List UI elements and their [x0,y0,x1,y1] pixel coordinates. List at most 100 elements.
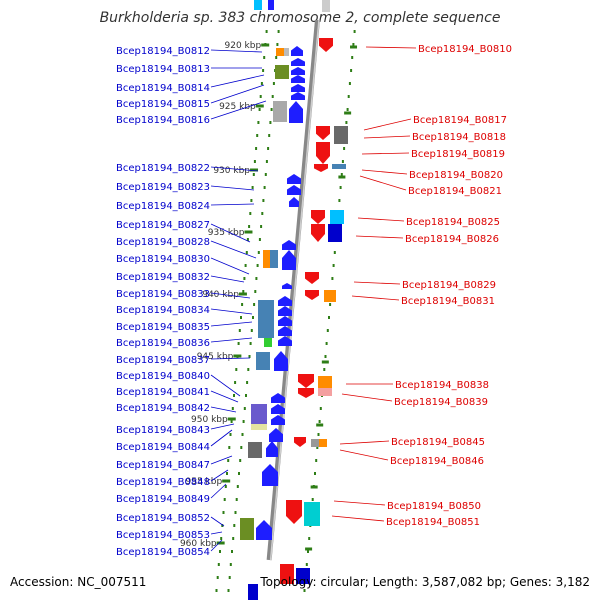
left-leader-line [210,406,237,413]
kbp-tick-label: 940 kbp [202,290,239,300]
left-gene-label: Bcep18194_B0827 [116,220,210,231]
kbp-tick-mark [227,417,236,421]
forward-gene-arrow [271,393,285,403]
topology-text: Topology: circular; Length: 3,587,082 bp… [260,575,590,589]
right-leader-line [331,515,385,522]
track-dot [256,134,259,137]
feature-box [256,352,270,370]
track-dot [232,537,235,540]
feature-box [332,164,346,169]
left-leader-line [210,275,245,283]
kbp-tick-mark [244,230,253,234]
left-gene-label: Bcep18194_B0832 [116,272,210,283]
track-dot [251,186,254,189]
forward-gene-arrow [291,92,305,100]
track-dot [227,459,230,462]
left-gene-label: Bcep18194_B0830 [116,254,210,265]
left-gene-label: Bcep18194_B0823 [116,182,210,193]
forward-gene-arrow [291,75,305,83]
left-leader-line [210,100,267,120]
track-dot [257,121,260,124]
left-gene-label: Bcep18194_B0844 [116,442,210,453]
track-dot [314,472,316,475]
track-dot [228,576,231,579]
track-dot [242,420,245,423]
right-leader-line [333,500,386,506]
left-gene-label: Bcep18194_B0847 [116,460,210,471]
left-gene-label: Bcep18194_B0841 [116,387,210,398]
track-dot [257,251,260,254]
forward-gene-arrow [278,296,292,306]
feature-box [318,376,332,388]
track-dot [226,472,228,475]
right-gene-label: Bcep18194_B0850 [387,501,481,512]
right-gene-label: Bcep18194_B0819 [411,149,505,160]
left-leader-line [210,321,253,327]
track-dot [222,511,225,514]
track-dot [319,407,322,410]
track-dot [235,368,238,371]
kbp-tick-label: 960 kbp [180,539,217,549]
left-gene-label: Bcep18194_B0852 [116,513,210,524]
forward-gene-arrow [287,185,301,195]
left-leader-line [210,374,241,397]
reverse-gene-arrow [311,224,325,242]
track-dot [350,69,353,72]
right-tick-mark [305,547,313,551]
track-dot [323,368,326,371]
track-dot [276,43,279,46]
track-dot [338,199,341,202]
feature-box [319,439,327,447]
left-leader-line [210,429,233,447]
left-gene-label: Bcep18194_B0834 [116,305,210,316]
track-dot [217,563,220,566]
forward-gene-arrow [287,174,301,184]
feature-box [334,126,348,144]
feature-box [311,439,319,447]
feature-box [258,300,274,338]
track-dot [352,43,355,46]
feature-box [270,250,278,268]
track-dot [263,186,266,189]
kbp-tick-label: 925 kbp [219,102,256,112]
forward-gene-arrow [291,84,305,92]
feature-box [318,388,332,396]
forward-gene-arrow [291,67,305,75]
left-gene-label: Bcep18194_B0837 [116,355,210,366]
left-leader-line [210,185,255,191]
left-leader-line [210,455,233,465]
track-dot [261,212,264,215]
track-dot [262,199,265,202]
reverse-gene-arrow [316,126,330,140]
track-dot [247,368,250,371]
right-gene-label: Bcep18194_B0821 [408,186,502,197]
right-gene-label: Bcep18194_B0839 [394,397,488,408]
right-gene-label: Bcep18194_B0838 [395,380,489,391]
track-dot [233,524,236,527]
track-dot [238,329,241,332]
reverse-gene-arrow [314,164,328,172]
right-tick-mark [338,175,346,179]
track-dot [269,121,272,124]
track-dot [231,550,233,553]
track-dot [343,147,346,150]
left-leader-line [210,203,255,206]
right-leader-line [363,135,411,139]
left-gene-label: Bcep18194_B0842 [116,403,210,414]
track-dot [229,563,232,566]
right-tick-mark [321,360,329,364]
track-dot [311,498,314,501]
kbp-tick-mark [255,104,264,108]
forward-gene-arrow [271,415,285,425]
track-dot [348,82,351,85]
right-tick-mark [310,485,318,489]
right-leader-line [339,440,390,445]
right-gene-label: Bcep18194_B0851 [386,517,480,528]
reverse-gene-arrow [316,142,330,164]
feature-box [268,0,274,10]
axis-highlight [269,19,320,561]
right-leader-line [361,169,408,175]
track-dot [341,160,344,163]
track-dot [221,524,224,527]
